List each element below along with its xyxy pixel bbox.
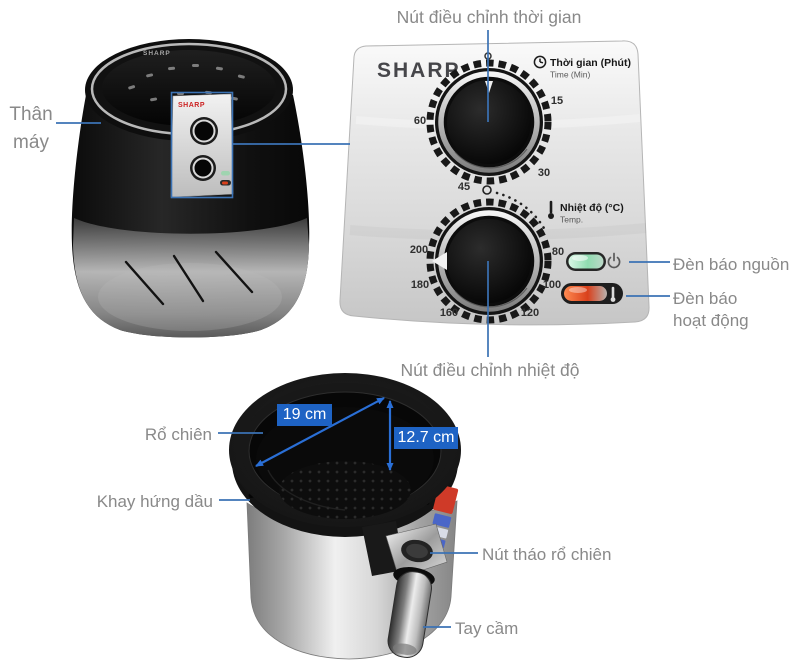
temp-knob (426, 198, 552, 324)
machine-drawer (73, 218, 309, 338)
mini-time-knob (190, 117, 218, 145)
machine-control-panel-mini: SHARP (170, 93, 234, 198)
tick-100: 100 (543, 279, 561, 291)
lid-brand-text: SHARP (143, 50, 171, 57)
zoom-highlight-box (170, 91, 234, 199)
thermometer-icon (548, 200, 554, 219)
control-panel-photo: SHARP Thời gian (Phút) Time (Min) 15 30 … (339, 40, 650, 326)
power-light-label: Đèn báo nguồn (673, 255, 790, 274)
handle-bar (387, 571, 432, 658)
diameter-arrow (255, 397, 385, 467)
depth-dimension-badge: 12.7 cm (394, 427, 458, 449)
temp-dial-ticks: 80 100 120 160 180 200 (410, 244, 564, 319)
tick-80: 80 (552, 246, 564, 258)
release-button-label: Nút tháo rổ chiên (482, 545, 612, 564)
temp-knob-label: Nút điều chỉnh nhiệt độ (400, 360, 580, 380)
panel-brand-text: SHARP (377, 59, 461, 82)
drawer-floor-lines (124, 250, 254, 306)
temp-dial-subtitle: Temp. (560, 215, 583, 225)
drawer-highlight (98, 263, 282, 331)
time-knob (426, 59, 552, 185)
activity-light-label: Đèn báo hoạt động (673, 289, 749, 331)
mini-activity-glow (222, 181, 228, 185)
tick-200: 200 (410, 244, 428, 256)
basket-floor-perforation (279, 461, 411, 519)
basket-label: Rổ chiên (144, 425, 212, 444)
clock-icon (533, 55, 547, 69)
machine-body-label: Thân máy (9, 104, 53, 153)
tick-30: 30 (538, 167, 550, 179)
time-dial-subtitle: Time (Min) (550, 70, 590, 80)
tick-15: 15 (551, 95, 563, 107)
activity-indicator-light (561, 283, 623, 304)
diameter-dimension-badge: 19 cm (277, 404, 332, 426)
basket-rim (229, 373, 461, 527)
power-icon (607, 252, 621, 269)
activity-thermometer-icon (610, 286, 616, 302)
mini-brand-text: SHARP (178, 102, 205, 109)
temp-dial-dotted-scale (495, 191, 547, 232)
power-indicator-light (566, 252, 606, 271)
mini-power-light (221, 171, 230, 176)
basket-handle (362, 521, 448, 658)
tick-45: 45 (458, 181, 470, 193)
air-fryer-photo: SHARP SHARP (71, 39, 310, 338)
release-button-face (406, 543, 428, 559)
time-knob-label: Nút điều chỉnh thời gian (396, 7, 582, 27)
tick-120: 120 (521, 307, 539, 319)
basket-photo (229, 373, 461, 660)
time-knob-pointer (485, 81, 493, 93)
temp-knob-pointer (432, 252, 447, 270)
temp-dial-title: Nhiệt độ (°C) (560, 202, 624, 214)
tick-160: 160 (440, 307, 458, 319)
mini-temp-knob (190, 155, 216, 181)
callout-lines (56, 30, 670, 628)
handle-label: Tay cầm (455, 619, 519, 638)
oil-tray-label: Khay hứng dầu (96, 492, 213, 511)
temp-dial-index-dot (482, 185, 492, 195)
tick-60: 60 (414, 115, 426, 127)
time-dial-ticks: 15 30 45 60 (414, 95, 563, 193)
time-dial-title: Thời gian (Phút) (550, 57, 631, 69)
tick-180: 180 (411, 279, 429, 291)
